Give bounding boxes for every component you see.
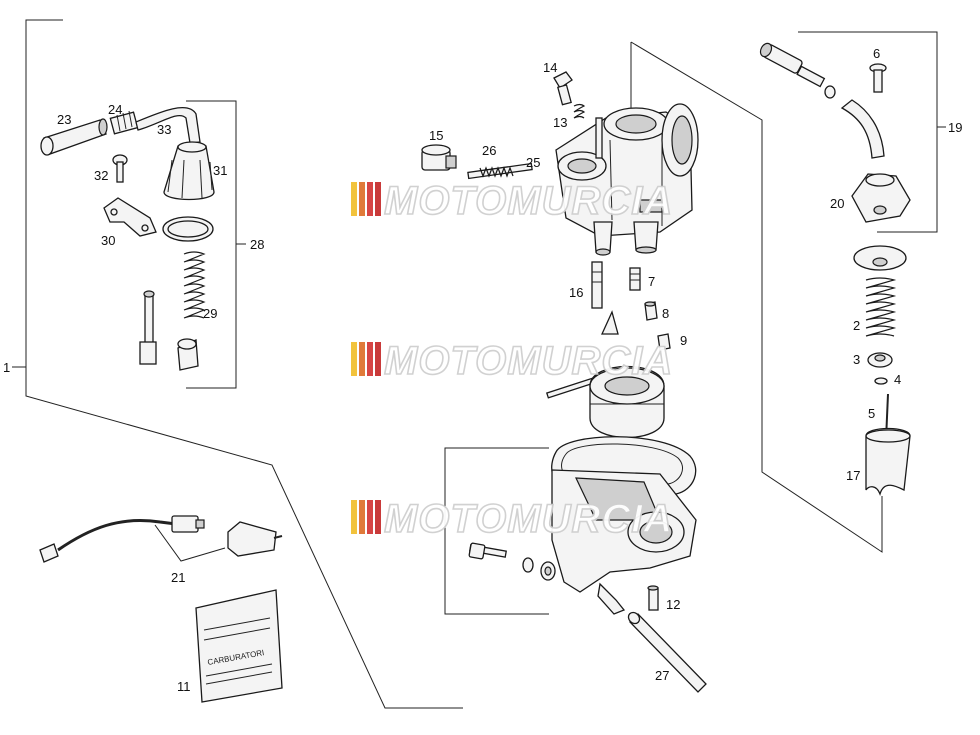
label-1: 1 bbox=[3, 360, 10, 375]
washer-part-large bbox=[540, 561, 556, 581]
label-23: 23 bbox=[57, 112, 71, 127]
screw-part-6 bbox=[869, 63, 887, 93]
nut-part-8 bbox=[644, 301, 658, 321]
o-ring-part bbox=[162, 216, 214, 242]
label-6: 6 bbox=[873, 46, 880, 61]
label-24: 24 bbox=[108, 102, 122, 117]
label-20: 20 bbox=[830, 196, 844, 211]
label-2: 2 bbox=[853, 318, 860, 333]
drain-screw-part bbox=[468, 542, 508, 560]
watermark-stripe-3 bbox=[367, 342, 373, 376]
label-29: 29 bbox=[203, 306, 217, 321]
label-8: 8 bbox=[662, 306, 669, 321]
adjuster-part-24 bbox=[109, 110, 139, 135]
watermark-stripe-4 bbox=[375, 182, 381, 216]
label-27: 27 bbox=[655, 668, 669, 683]
screw-part-12 bbox=[647, 585, 659, 611]
watermark-top: MOTOMURCIA bbox=[351, 178, 673, 224]
watermark-stripe-3 bbox=[367, 500, 373, 534]
label-11: 11 bbox=[177, 679, 191, 694]
spring-part-29 bbox=[183, 251, 206, 319]
label-14: 14 bbox=[543, 60, 557, 75]
watermark-text: MOTOMURCIA bbox=[384, 179, 673, 223]
float-part bbox=[589, 365, 665, 439]
cable-adjuster-part-19 bbox=[759, 42, 836, 99]
label-33: 33 bbox=[157, 122, 171, 137]
bracket-lines bbox=[12, 19, 946, 709]
label-13: 13 bbox=[553, 115, 567, 130]
label-17: 17 bbox=[846, 468, 860, 483]
pilot-screw-part-14 bbox=[553, 71, 573, 106]
plunger-part bbox=[177, 338, 199, 371]
watermark-middle: MOTOMURCIA bbox=[351, 338, 673, 384]
washer-part-small bbox=[522, 557, 534, 573]
label-7: 7 bbox=[648, 274, 655, 289]
spring-part-13 bbox=[573, 103, 586, 119]
choke-cable-part-23 bbox=[40, 118, 108, 156]
label-12: 12 bbox=[666, 597, 680, 612]
label-4: 4 bbox=[894, 372, 901, 387]
cable-tube-part bbox=[840, 99, 885, 159]
drain-hose-part-27 bbox=[627, 611, 707, 693]
needle-jet-part-16 bbox=[591, 261, 603, 309]
top-cap-part-20 bbox=[851, 173, 911, 223]
screw-part-32 bbox=[112, 154, 128, 183]
bracket-plate-part-30 bbox=[103, 197, 157, 237]
float-bowl-part bbox=[551, 469, 697, 615]
label-31: 31 bbox=[213, 163, 227, 178]
washer-part-top bbox=[853, 245, 907, 271]
watermark-stripe-3 bbox=[367, 182, 373, 216]
watermark-text: MOTOMURCIA bbox=[384, 497, 673, 541]
document-part-11: CARBURATORI bbox=[195, 589, 283, 703]
label-26: 26 bbox=[482, 143, 496, 158]
cap-part-31 bbox=[163, 141, 215, 201]
watermark-bottom: MOTOMURCIA bbox=[351, 496, 673, 542]
label-21: 21 bbox=[171, 570, 185, 585]
label-15: 15 bbox=[429, 128, 443, 143]
clip-part-4 bbox=[874, 377, 888, 385]
label-5: 5 bbox=[868, 406, 875, 421]
throttle-slide-part-17 bbox=[865, 427, 911, 497]
label-16: 16 bbox=[569, 285, 583, 300]
watermark-stripe-4 bbox=[375, 342, 381, 376]
part-labels: 1 2 3 4 5 6 7 8 9 11 12 13 14 15 16 17 1… bbox=[3, 46, 962, 694]
spring-part-2 bbox=[865, 277, 897, 337]
watermark-stripe-1 bbox=[351, 500, 357, 534]
nut-part-9 bbox=[657, 333, 671, 351]
needle-part bbox=[139, 290, 157, 365]
watermark-stripe-2 bbox=[359, 500, 365, 534]
label-32: 32 bbox=[94, 168, 108, 183]
cap-part-15 bbox=[421, 144, 457, 171]
label-30: 30 bbox=[101, 233, 115, 248]
watermark-stripe-1 bbox=[351, 342, 357, 376]
watermark-stripe-4 bbox=[375, 500, 381, 534]
jet-part-26 bbox=[467, 162, 533, 180]
watermark-text: MOTOMURCIA bbox=[384, 339, 673, 383]
watermark-stripe-2 bbox=[359, 342, 365, 376]
label-25: 25 bbox=[526, 155, 540, 170]
electric-choke-part-21 bbox=[39, 515, 283, 563]
watermark-stripe-1 bbox=[351, 182, 357, 216]
carburetor-body bbox=[555, 103, 699, 256]
label-28: 28 bbox=[250, 237, 264, 252]
retainer-part-3 bbox=[867, 352, 893, 368]
label-9: 9 bbox=[680, 333, 687, 348]
label-19: 19 bbox=[948, 120, 962, 135]
float-needle-part bbox=[600, 310, 619, 335]
watermark-stripe-2 bbox=[359, 182, 365, 216]
main-jet-part-7 bbox=[629, 267, 641, 291]
label-3: 3 bbox=[853, 352, 860, 367]
